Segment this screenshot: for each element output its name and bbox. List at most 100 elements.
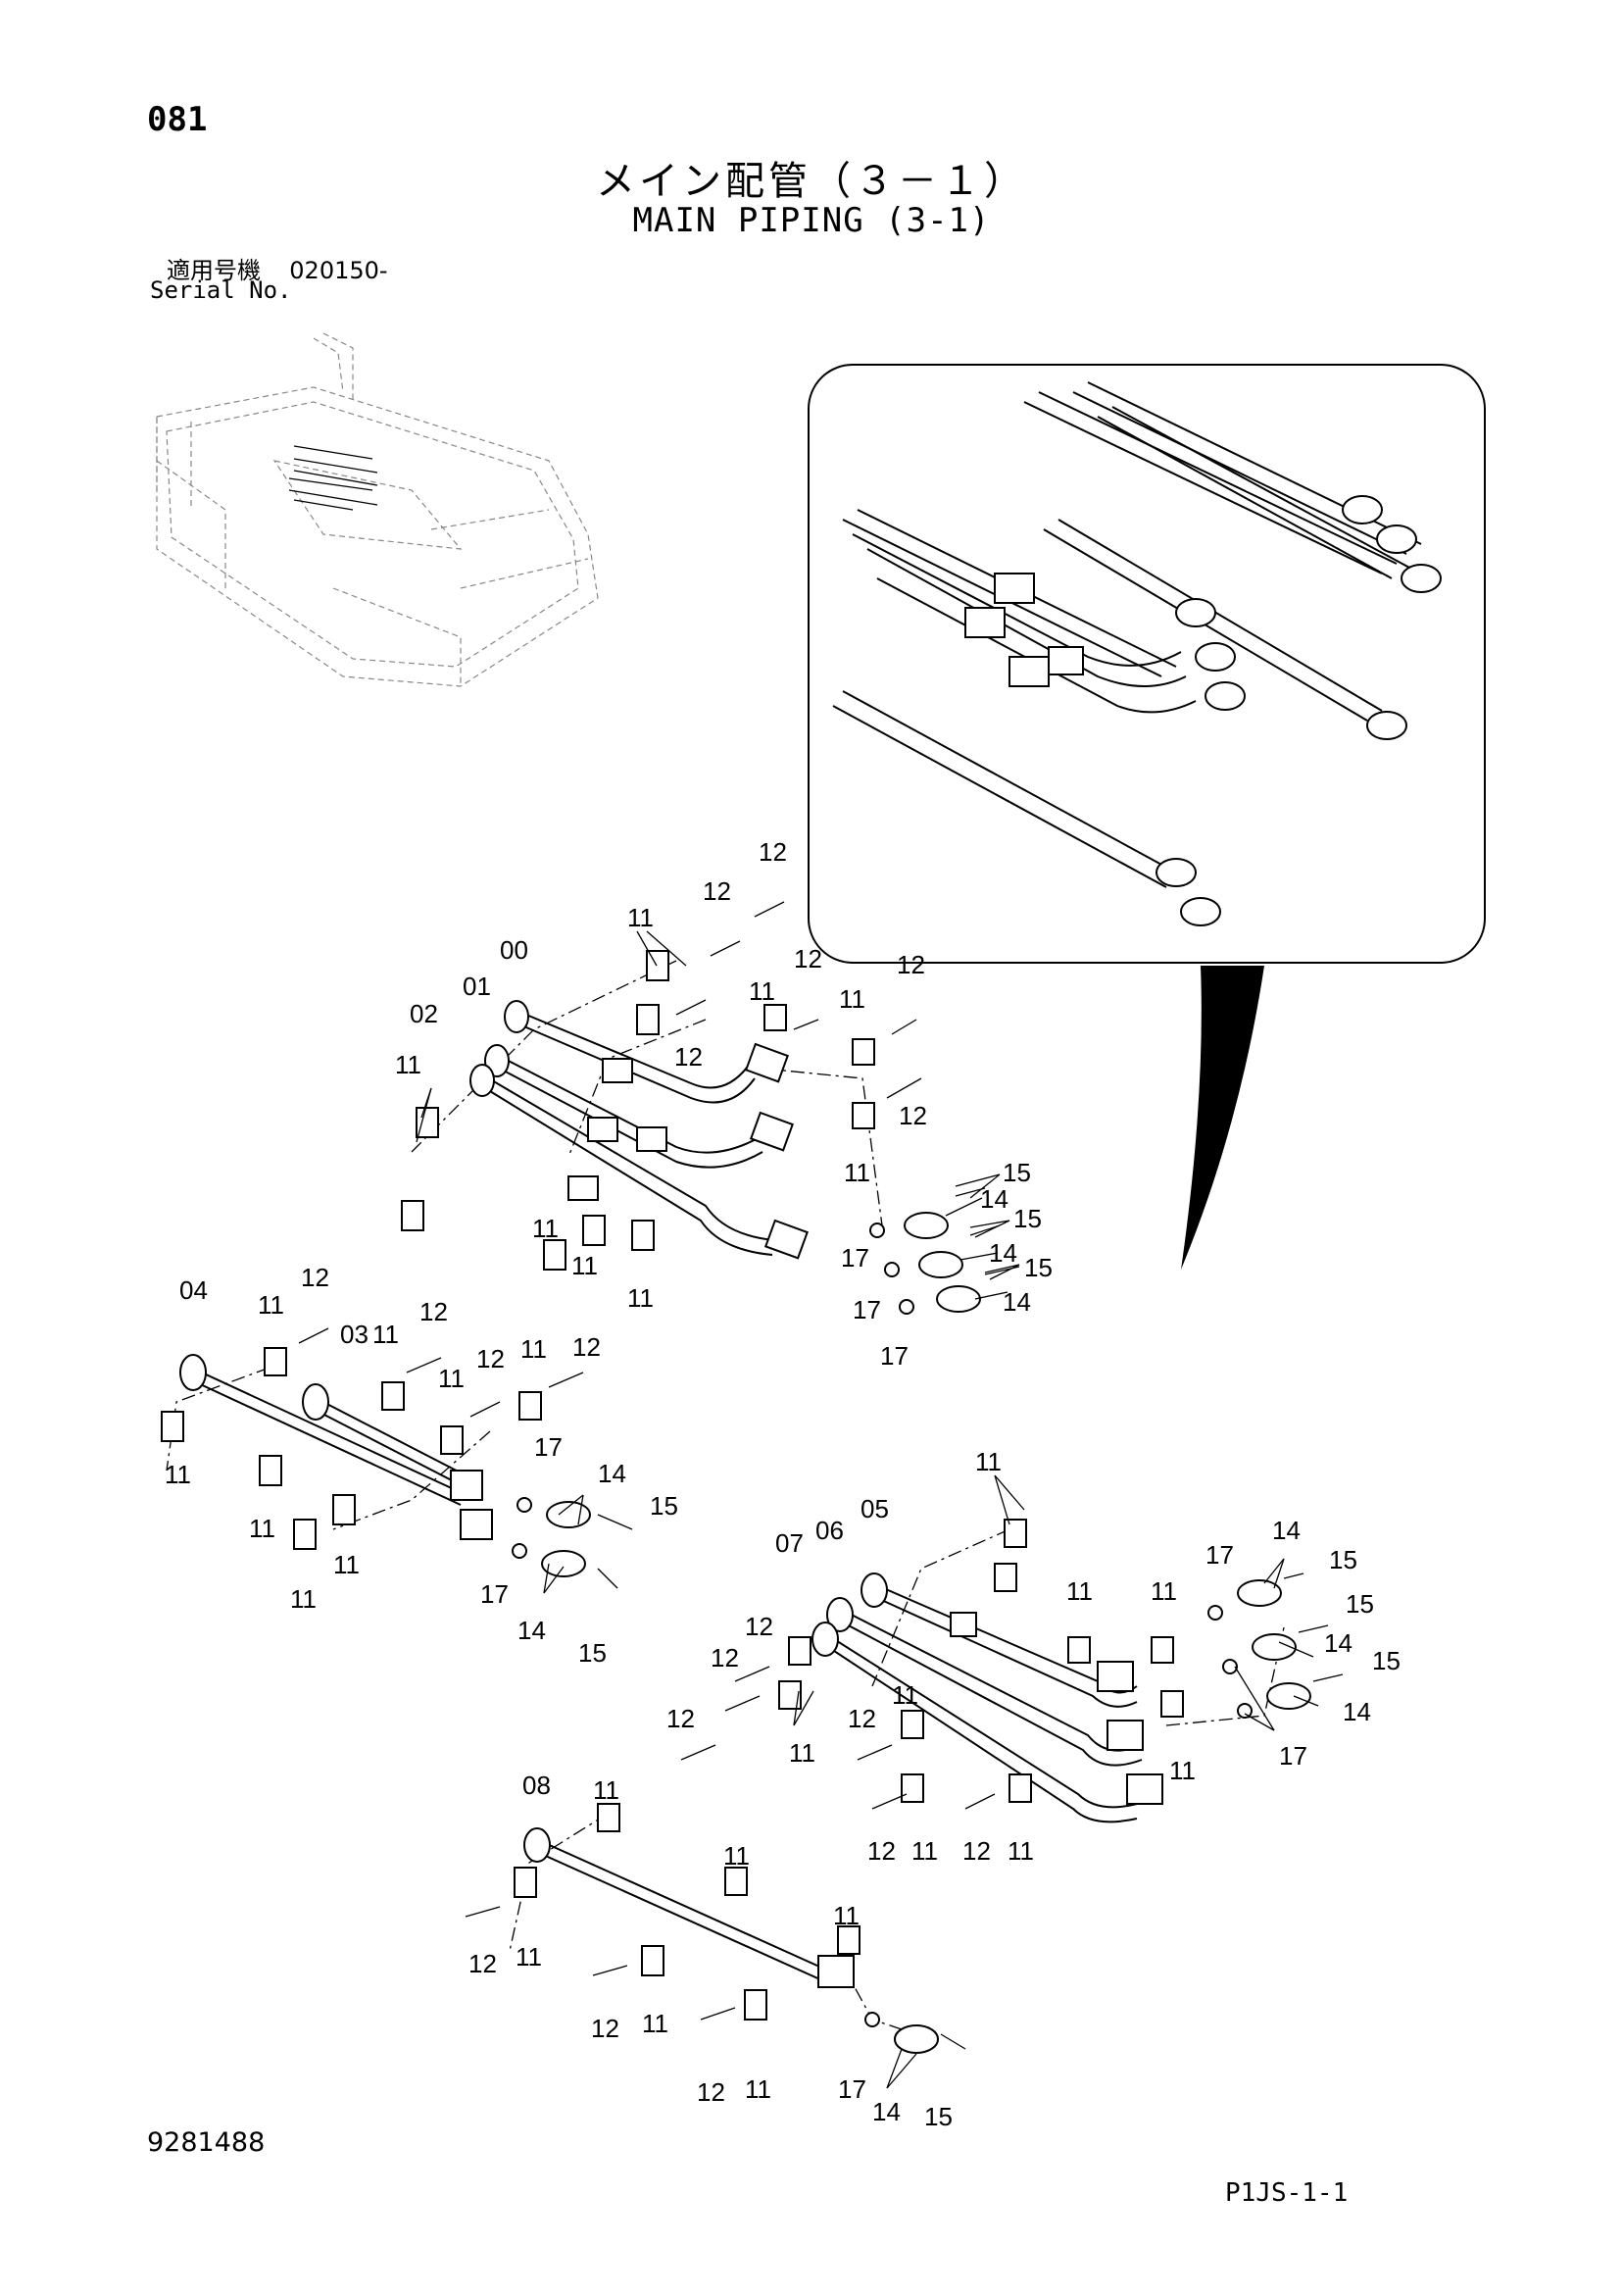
callout-part-11: 11 (571, 1251, 598, 1280)
callout-part-02: 02 (410, 999, 438, 1028)
pipe-group-05-06-07 (680, 1474, 1344, 1823)
serial-number-label: 適用号機 020150- (167, 251, 388, 285)
part-callouts: 00 01 02 03 04 05 06 07 08 12 12 11 12 1… (165, 837, 1401, 2131)
machine-overview-illustration (156, 332, 599, 687)
callout-part-11: 11 (892, 1680, 918, 1710)
page-code: P1JS-1-1 (1225, 2178, 1349, 2208)
callout-part-11: 11 (839, 984, 865, 1014)
callout-part-11: 11 (911, 1836, 938, 1866)
pipe-group-03-04 (161, 1327, 633, 1594)
callout-part-17: 17 (853, 1295, 881, 1324)
callout-part-11: 11 (789, 1738, 815, 1768)
callout-part-11: 11 (723, 1841, 750, 1871)
callout-part-14: 14 (1003, 1287, 1031, 1317)
callout-part-15: 15 (650, 1491, 678, 1521)
callout-part-12: 12 (759, 837, 787, 867)
callout-part-12: 12 (962, 1836, 991, 1866)
callout-part-12: 12 (468, 1949, 497, 1978)
callout-part-00: 00 (500, 935, 528, 965)
callout-part-11: 11 (975, 1447, 1002, 1476)
callout-part-14: 14 (989, 1238, 1017, 1268)
callout-part-12: 12 (867, 1836, 896, 1866)
callout-part-12: 12 (591, 2014, 619, 2043)
detail-inset-frame (808, 364, 1486, 1270)
callout-part-11: 11 (249, 1514, 275, 1543)
serial-label-japanese: 適用号機 (167, 257, 261, 284)
callout-part-15: 15 (924, 2102, 953, 2131)
callout-part-11: 11 (333, 1550, 360, 1579)
callout-part-14: 14 (1343, 1697, 1371, 1726)
callout-part-17: 17 (1279, 1741, 1307, 1771)
callout-part-11: 11 (532, 1214, 559, 1243)
document-number: 9281488 (147, 2127, 266, 2158)
callout-part-17: 17 (1205, 1540, 1234, 1570)
callout-part-01: 01 (463, 972, 491, 1001)
callout-part-11: 11 (642, 2009, 668, 2038)
callout-part-05: 05 (861, 1494, 889, 1523)
callout-part-15: 15 (1013, 1204, 1042, 1233)
serial-label-english: Serial No. (150, 276, 292, 304)
callout-part-11: 11 (520, 1334, 547, 1364)
callout-part-12: 12 (703, 876, 731, 906)
callout-part-17: 17 (534, 1432, 563, 1462)
callout-part-11: 11 (438, 1364, 465, 1393)
callout-part-07: 07 (775, 1528, 804, 1558)
page-number: 081 (147, 100, 208, 139)
callout-part-12: 12 (697, 2077, 725, 2107)
callout-part-12: 12 (301, 1263, 329, 1292)
callout-part-11: 11 (627, 903, 654, 932)
callout-part-11: 11 (745, 2074, 771, 2104)
callout-part-12: 12 (476, 1344, 505, 1373)
callout-part-06: 06 (815, 1516, 844, 1545)
callout-part-17: 17 (841, 1243, 869, 1273)
callout-part-12: 12 (745, 1612, 773, 1641)
callout-part-04: 04 (179, 1275, 208, 1305)
callout-part-14: 14 (1272, 1516, 1301, 1545)
callout-part-11: 11 (395, 1050, 421, 1079)
callout-part-15: 15 (1329, 1545, 1357, 1574)
callout-part-11: 11 (1151, 1576, 1177, 1606)
callout-part-12: 12 (674, 1042, 703, 1072)
callout-part-14: 14 (517, 1616, 546, 1645)
callout-part-11: 11 (1169, 1756, 1196, 1785)
callout-part-11: 11 (165, 1460, 191, 1489)
callout-part-17: 17 (480, 1579, 509, 1609)
callout-part-14: 14 (598, 1459, 626, 1488)
callout-part-11: 11 (627, 1283, 654, 1313)
callout-part-15: 15 (1372, 1646, 1401, 1675)
callout-part-03: 03 (340, 1320, 369, 1349)
callout-part-11: 11 (593, 1775, 619, 1805)
callout-part-12: 12 (419, 1297, 448, 1326)
callout-part-11: 11 (1066, 1576, 1093, 1606)
serial-number-value: 020150- (289, 257, 388, 284)
pipe-group-00-01-02 (401, 901, 1020, 1315)
pipe-group-08 (465, 1803, 966, 2089)
callout-part-15: 15 (1003, 1158, 1031, 1187)
callout-part-12: 12 (666, 1704, 695, 1733)
callout-part-17: 17 (880, 1341, 909, 1371)
callout-part-11: 11 (833, 1901, 860, 1930)
callout-part-15: 15 (1346, 1589, 1374, 1619)
callout-part-12: 12 (572, 1332, 601, 1362)
callout-part-11: 11 (258, 1290, 284, 1320)
callout-part-11: 11 (372, 1320, 399, 1349)
callout-part-08: 08 (522, 1771, 551, 1800)
callout-part-14: 14 (980, 1184, 1008, 1214)
callout-part-11: 11 (1008, 1836, 1034, 1866)
callout-part-11: 11 (290, 1584, 317, 1614)
callout-part-11: 11 (516, 1942, 542, 1972)
callout-part-12: 12 (899, 1101, 927, 1130)
callout-part-14: 14 (872, 2097, 901, 2126)
callout-part-12: 12 (897, 950, 925, 979)
page-title-japanese: メイン配管（３－１） (596, 159, 1027, 204)
callout-part-15: 15 (578, 1638, 607, 1668)
callout-part-15: 15 (1024, 1253, 1053, 1282)
callout-part-12: 12 (711, 1643, 739, 1672)
callout-part-11: 11 (844, 1158, 870, 1187)
page-title: MAIN PIPING (3-1) (632, 201, 991, 240)
callout-part-12: 12 (848, 1704, 876, 1733)
callout-part-12: 12 (794, 944, 822, 973)
callout-part-11: 11 (749, 976, 775, 1006)
callout-part-17: 17 (838, 2074, 866, 2104)
